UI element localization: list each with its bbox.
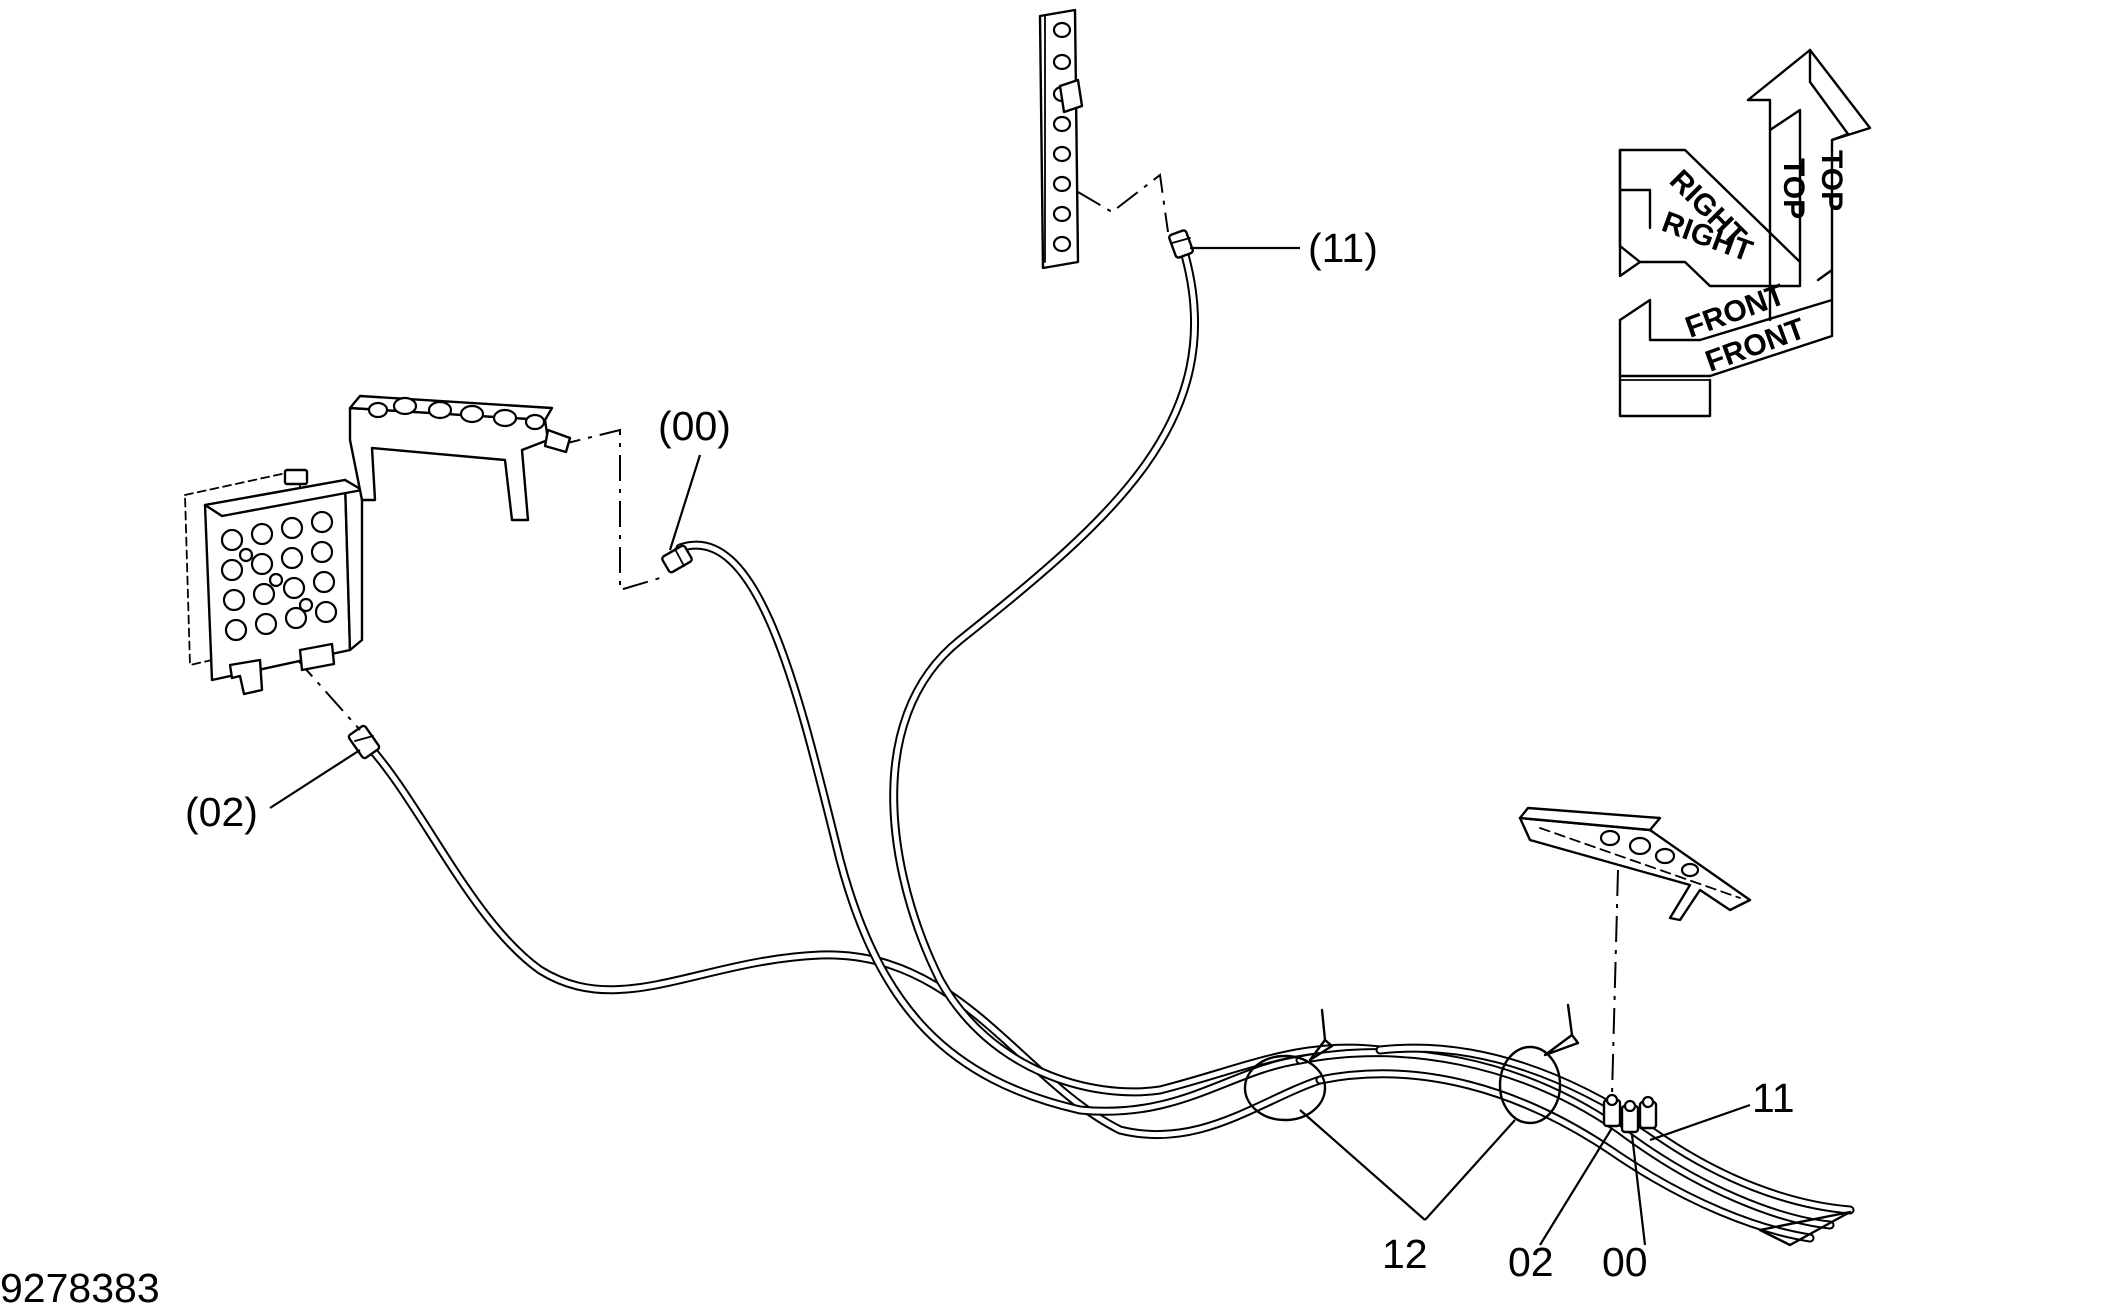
hose-02 [360,737,1325,1140]
cable-tie-right [1498,1003,1580,1125]
hose-11 [889,250,1385,1097]
cable-tie-left [1243,1008,1334,1122]
callout-11-right: 11 [1752,1075,1795,1121]
drawing-number: 9278383 [0,1265,160,1311]
callout-00-bottom: 00 [1602,1239,1648,1285]
valve-block [184,468,364,696]
fittings-bottom [1602,1093,1658,1134]
callout-02-bottom: 02 [1508,1239,1554,1285]
connection-lines [294,173,1619,1096]
fitting-02-left [347,724,381,760]
hose-00 [675,540,1305,1116]
orientation-indicator: TOP TOP RIGHT RIGHT FRONT FRONT [1618,48,1872,418]
fitting-11-top [1168,229,1194,259]
fitting-00-top [661,544,693,574]
orient-top-2: TOP [1777,158,1810,219]
callout-00-top: (00) [658,403,731,449]
valve-ports [220,510,338,642]
mounting-bracket-lower [1518,806,1752,922]
leader-lines [269,246,1751,1246]
bracket-ports [367,396,546,431]
mounting-bracket-upper [348,394,572,522]
terminal-strip-top [1038,8,1084,270]
callout-11-top: (11) [1308,225,1378,271]
callout-12-bottom: 12 [1382,1231,1428,1277]
callout-02-left: (02) [185,789,258,835]
orient-top-1: TOP [1815,150,1848,211]
